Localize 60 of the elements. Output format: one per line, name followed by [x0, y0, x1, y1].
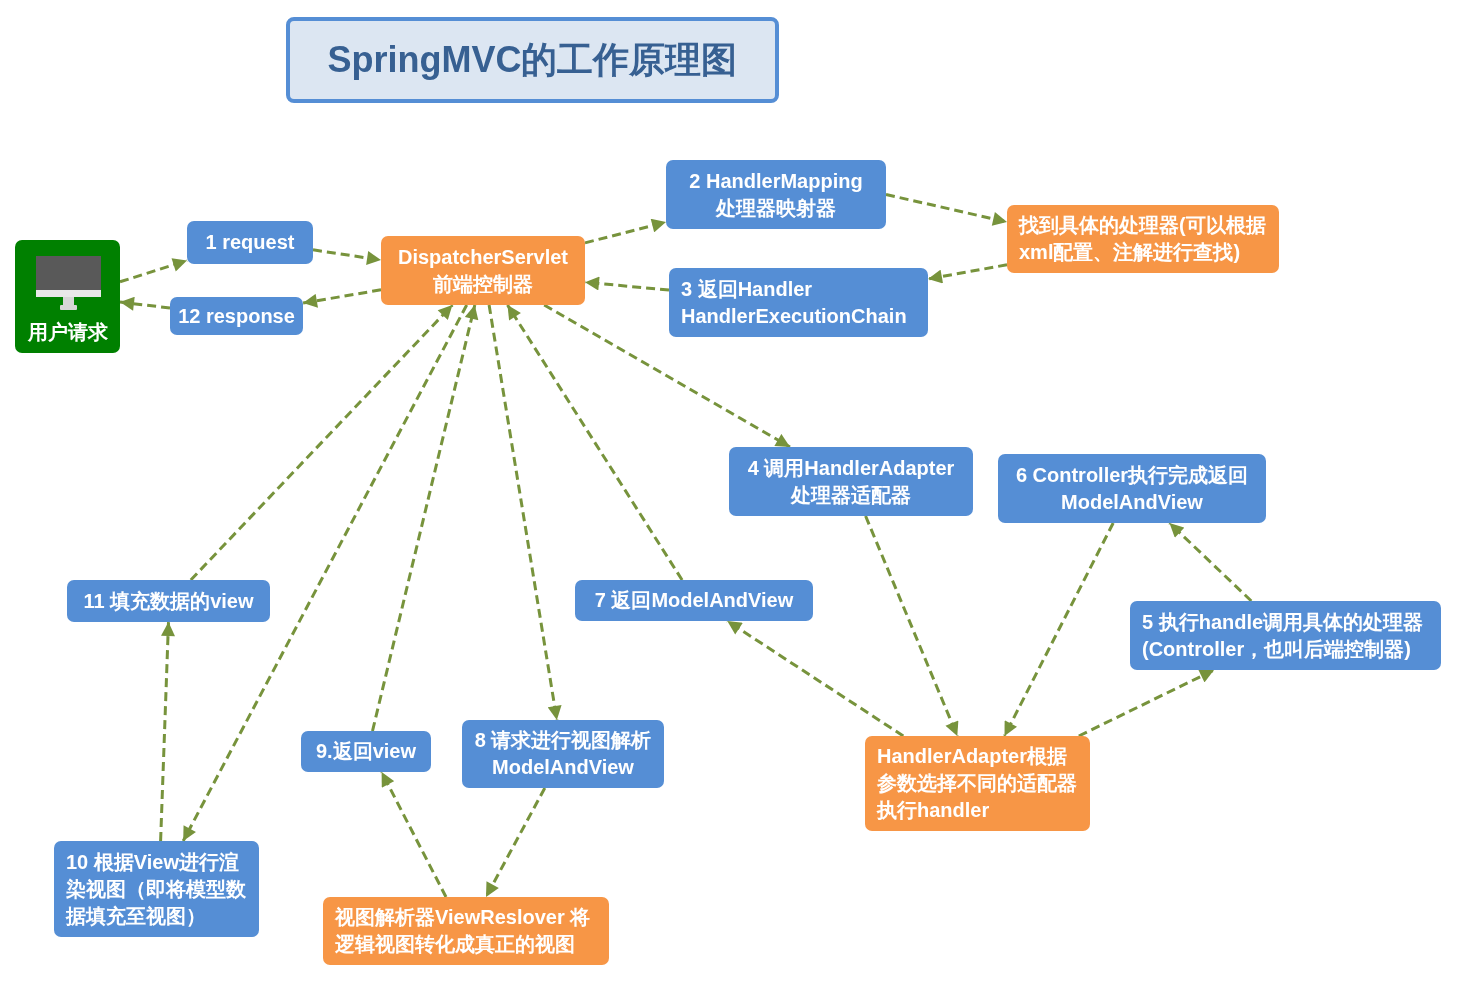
box-label: 11 填充数据的view	[83, 588, 254, 614]
box-label: 6 Controller执行完成返回 ModelAndView	[1014, 462, 1250, 515]
dashed-arrow	[159, 621, 175, 842]
dashed-arrow	[119, 258, 188, 284]
box-label: 10 根据View进行渲染视图（即将模型数据填充至视图）	[66, 849, 247, 929]
dashed-arrow	[1168, 521, 1253, 603]
dashed-arrow	[302, 288, 382, 308]
box-label: 1 request	[205, 230, 295, 255]
step-box	[729, 447, 973, 516]
box-label: 处理器映射器	[716, 195, 836, 221]
box-label: 8 请求进行视图解析 ModelAndView	[473, 728, 653, 780]
box-label: 处理器适配器	[791, 482, 911, 508]
dashed-arrow	[487, 304, 562, 721]
box-label: DispatcherServlet	[397, 244, 569, 270]
box-label: 4 调用HandlerAdapter	[747, 455, 955, 481]
box-label: 9.返回view	[315, 739, 416, 764]
box-label: 5 执行handle调用具体的处理器(Controller，也叫后端控制器)	[1142, 609, 1425, 662]
dashed-arrow	[119, 296, 171, 311]
step-box	[1130, 601, 1441, 670]
dashed-arrow	[189, 303, 454, 582]
step-box	[666, 160, 886, 229]
box-label: 12 response	[178, 303, 295, 329]
dashed-arrow	[484, 787, 547, 898]
step-box	[187, 221, 313, 264]
dashed-arrow	[864, 515, 959, 737]
box-label: 视图解析器ViewReslover 将逻辑视图转化成真正的视图	[335, 905, 592, 957]
box-label: 用户请求	[27, 320, 108, 345]
dashed-arrow	[506, 304, 684, 581]
box-label: HandlerAdapter根据参数选择不同的适配器执行handler	[877, 744, 1078, 823]
dashed-arrow	[371, 304, 479, 732]
process-box	[1007, 205, 1279, 273]
dashed-arrow	[543, 303, 791, 449]
box-label: 2 HandlerMapping	[689, 168, 863, 194]
user-box	[15, 240, 120, 353]
step-box	[170, 297, 303, 335]
step-box	[67, 580, 270, 622]
dashed-arrow	[885, 193, 1008, 226]
dashed-arrow	[312, 248, 382, 265]
process-box	[381, 236, 585, 305]
step-box	[301, 731, 431, 772]
dashed-arrow	[584, 276, 670, 292]
process-box	[865, 736, 1090, 831]
box-label: 3 返回Handler HandlerExecutionChain	[681, 276, 908, 329]
box-label: 找到具体的处理器(可以根据xml配置、注解进行查找)	[1019, 213, 1267, 265]
title-text: SpringMVC的工作原理图	[327, 37, 738, 82]
dashed-arrow	[1003, 522, 1115, 737]
dashed-arrow	[584, 218, 667, 245]
step-box	[669, 268, 928, 337]
dashed-arrow	[1078, 668, 1215, 738]
step-box	[575, 580, 813, 621]
dashed-arrow	[380, 771, 448, 898]
step-box	[462, 720, 664, 788]
step-box	[998, 454, 1266, 523]
dashed-arrow	[181, 304, 469, 842]
process-box	[323, 897, 609, 965]
box-label: 前端控制器	[433, 271, 533, 297]
step-box	[54, 841, 259, 937]
box-label: 7 返回ModelAndView	[594, 588, 794, 613]
dashed-arrow	[927, 263, 1008, 284]
dashed-arrow	[726, 619, 905, 738]
